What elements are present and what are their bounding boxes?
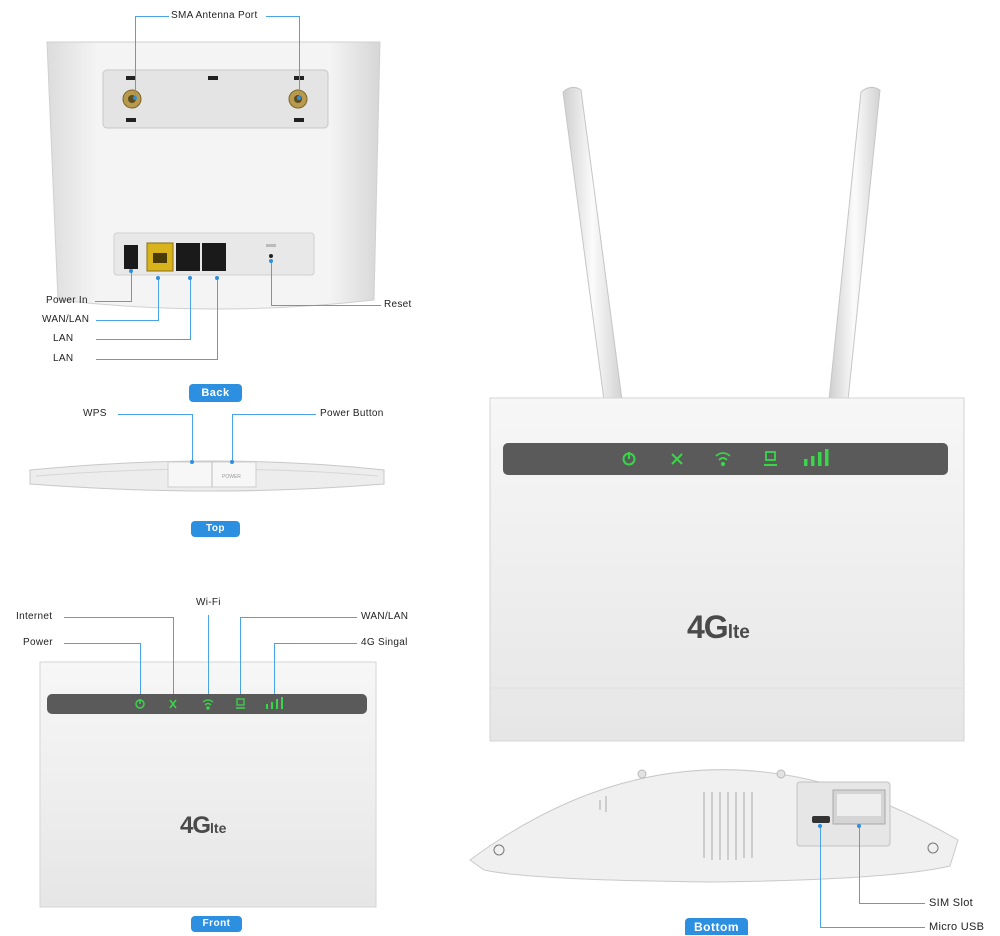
- internet-label: Internet: [16, 611, 53, 622]
- wan-lan-port-label: WAN/LAN: [42, 314, 90, 325]
- main-internet-led-icon: [671, 453, 683, 465]
- main-logo-4g: 4G: [687, 609, 729, 645]
- main-signal-led-icon: [804, 459, 808, 466]
- left-antenna: [562, 86, 623, 401]
- wifi-label: Wi-Fi: [196, 597, 221, 608]
- front-badge: Front: [191, 916, 242, 932]
- power-printed-text: POWER: [222, 474, 241, 480]
- power-in-label: Power In: [46, 295, 88, 306]
- sim-slot-label: SIM Slot: [929, 897, 973, 909]
- back-badge: Back: [189, 384, 242, 402]
- front-led-row: [135, 697, 283, 710]
- signal-led-icon: [266, 704, 268, 709]
- sma-antenna-port-label: SMA Antenna Port: [171, 10, 258, 21]
- power-led-label: Power: [23, 637, 53, 648]
- internet-led-icon: [169, 699, 177, 709]
- right-antenna: [828, 86, 881, 401]
- lan-port-1-label: LAN: [53, 333, 74, 344]
- wps-label: WPS: [83, 408, 107, 419]
- front-logo-lte: lte: [210, 820, 227, 836]
- top-badge: Top: [191, 521, 240, 537]
- product-label-text: [599, 792, 753, 860]
- main-led-row: [622, 449, 829, 467]
- front-logo: 4Glte: [180, 812, 226, 840]
- main-logo: 4Glte: [687, 609, 750, 646]
- signal-label: 4G Singal: [361, 637, 408, 648]
- power-button-label: Power Button: [320, 408, 384, 419]
- lan-port-2-label: LAN: [53, 353, 74, 364]
- front-logo-4g: 4G: [180, 812, 211, 839]
- wan-lan-led-icon: [236, 698, 245, 706]
- reset-label: Reset: [384, 299, 412, 310]
- screw-left-icon: [493, 844, 505, 856]
- wifi-led-icon: [202, 699, 214, 706]
- main-wifi-led-icon: [715, 452, 731, 461]
- wan-lan-led-label: WAN/LAN: [361, 611, 409, 622]
- screw-right-icon: [927, 842, 939, 854]
- main-logo-lte: lte: [727, 622, 750, 643]
- bottom-badge: Bottom: [685, 918, 748, 935]
- micro-usb-port: [812, 816, 830, 823]
- micro-usb-label: Micro USB: [929, 921, 985, 933]
- main-wan-lan-led-icon: [765, 451, 776, 461]
